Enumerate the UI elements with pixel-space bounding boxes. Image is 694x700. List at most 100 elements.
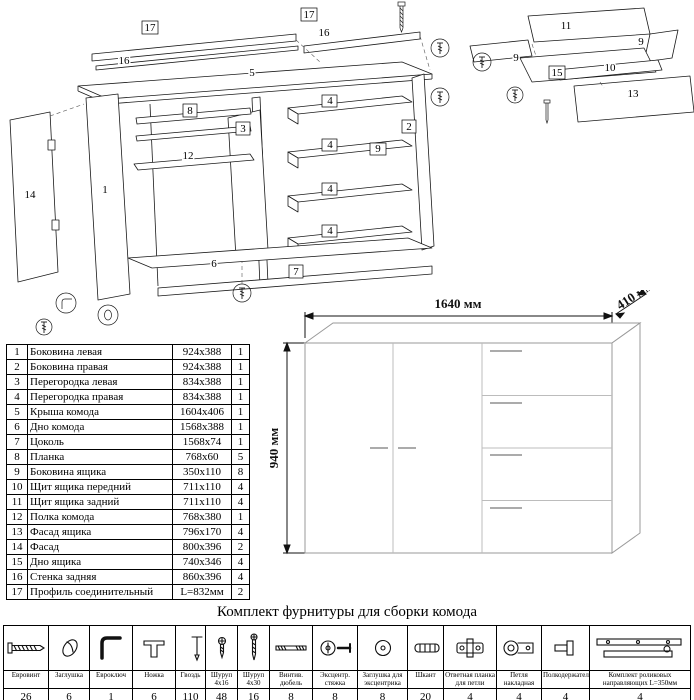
hardware-qty-row: 26 6 1 6 110 48 16 8 8 8 20 4 4 4 4 xyxy=(3,688,691,700)
hardware-item-label: Ответная планка для петли xyxy=(443,670,497,689)
dimension-width-label: 1640 мм xyxy=(435,296,482,311)
cam-lock-icon xyxy=(320,640,352,656)
callout-label: 4 xyxy=(327,95,333,107)
dimension-height-label: 940 мм xyxy=(270,428,281,469)
part-number: 7 xyxy=(6,434,28,450)
hardware-item-label: Шкант xyxy=(407,670,444,689)
part-name: Фасад ящика xyxy=(27,524,173,540)
callout-label: 8 xyxy=(187,105,193,117)
callout-label: 15 xyxy=(552,67,564,79)
hardware-item-qty: 16 xyxy=(237,688,270,700)
part-size: 924x388 xyxy=(172,359,232,375)
callout-label: 4 xyxy=(327,139,333,151)
part-qty: 4 xyxy=(231,554,250,570)
dimension-depth-label: 410 мм xyxy=(613,290,655,313)
part-qty: 2 xyxy=(231,584,250,600)
hardware-item-label: Гвоздь xyxy=(175,670,206,689)
part-number: 8 xyxy=(6,449,28,465)
nail-icon xyxy=(191,636,203,662)
part-name: Боковина правая xyxy=(27,359,173,375)
part-size: 1568x388 xyxy=(172,419,232,435)
part-qty: 1 xyxy=(231,404,250,420)
hinge-plate-icon xyxy=(456,638,484,658)
hardware-item-label: Шуруп 4x30 xyxy=(237,670,270,689)
hardware-item-label: Евровинт xyxy=(3,670,49,689)
part-number: 13 xyxy=(6,524,28,540)
hardware-item-qty: 4 xyxy=(496,688,542,700)
part-number: 10 xyxy=(6,479,28,495)
part-size: 711x110 xyxy=(172,479,232,495)
drawer-slide-icon xyxy=(596,638,682,658)
callout-label: 4 xyxy=(327,183,333,195)
hardware-item-label: Ножка xyxy=(132,670,176,689)
euro-screw-icon xyxy=(7,642,46,654)
part-name: Стенка задняя xyxy=(27,569,173,585)
part-size: 860x396 xyxy=(172,569,232,585)
callout-label: 4 xyxy=(327,225,333,237)
part-number: 16 xyxy=(6,569,28,585)
shelf-pin-icon xyxy=(553,640,574,656)
part-size: 711x110 xyxy=(172,494,232,510)
screw-4x16-icon xyxy=(217,636,227,660)
part-size: 350x110 xyxy=(172,464,232,480)
part-name: Крыша комода xyxy=(27,404,173,420)
part-name: Планка xyxy=(27,449,173,465)
part-qty: 1 xyxy=(231,434,250,450)
hardware-item-qty: 48 xyxy=(205,688,238,700)
hardware-item-label: Евроключ xyxy=(89,670,133,689)
wood-dowel-icon xyxy=(414,643,440,653)
part-size: 1568x74 xyxy=(172,434,232,450)
part-qty: 2 xyxy=(231,539,250,555)
fastener-details xyxy=(35,1,551,336)
part-name: Фасад xyxy=(27,539,173,555)
callout-label: 1 xyxy=(102,184,108,196)
part-name: Цоколь xyxy=(27,434,173,450)
carcass-parts xyxy=(9,31,435,301)
hardware-item-label: Заглушка xyxy=(48,670,90,689)
part-qty: 4 xyxy=(231,569,250,585)
hardware-item-label: Заглушка для эксцентрика xyxy=(357,670,408,689)
part-qty: 1 xyxy=(231,419,250,435)
part-number: 11 xyxy=(6,494,28,510)
part-qty: 1 xyxy=(231,374,250,390)
part-size: L=832мм xyxy=(172,584,232,600)
part-qty: 5 xyxy=(231,449,250,465)
hardware-item-label: Комплект роликовых направляющих L=350мм xyxy=(589,670,691,689)
part-name: Профиль соединительный xyxy=(27,584,173,600)
hex-key-icon xyxy=(100,636,122,660)
hardware-item-qty: 110 xyxy=(175,688,206,700)
callout-label: 14 xyxy=(25,189,37,201)
part-number: 6 xyxy=(6,419,28,435)
callout-label: 17 xyxy=(304,9,316,21)
part-name: Боковина левая xyxy=(27,344,173,360)
assembly-diagram: 17 16 5 16 17 8 3 12 14 1 2 4 4 4 4 9 6 xyxy=(9,1,694,336)
hardware-item-qty: 6 xyxy=(132,688,176,700)
part-size: 1604x406 xyxy=(172,404,232,420)
part-size: 740x346 xyxy=(172,554,232,570)
part-name: Боковина ящика xyxy=(27,464,173,480)
callout-label: 6 xyxy=(211,258,217,270)
hardware-table: Евровинт Заглушка Евроключ Ножка Гвоздь … xyxy=(3,625,691,700)
hardware-labels-row: Евровинт Заглушка Евроключ Ножка Гвоздь … xyxy=(3,670,691,689)
callout-label: 17 xyxy=(145,22,157,34)
part-number: 17 xyxy=(6,584,28,600)
hardware-title: Комплект фурнитуры для сборки комода xyxy=(216,604,477,620)
part-size: 924x388 xyxy=(172,344,232,360)
part-number: 12 xyxy=(6,509,28,525)
dimension-lines xyxy=(283,290,648,555)
part-qty: 1 xyxy=(231,509,250,525)
hardware-item-qty: 8 xyxy=(357,688,408,700)
part-qty: 4 xyxy=(231,524,250,540)
hardware-item-qty: 20 xyxy=(407,688,444,700)
